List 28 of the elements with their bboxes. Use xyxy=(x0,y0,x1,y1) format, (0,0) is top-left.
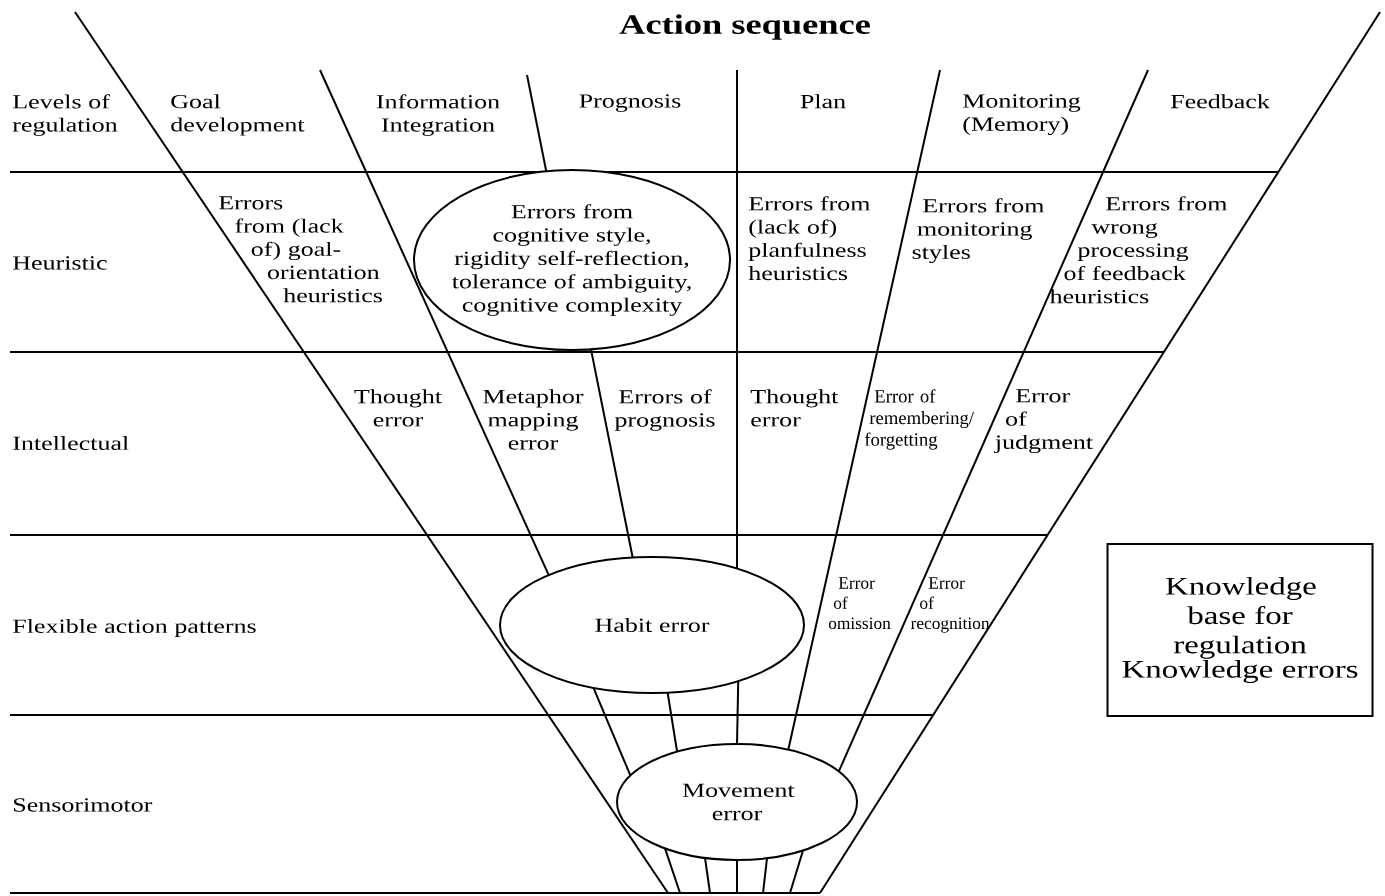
error-label: Error of remembering/ forgetting xyxy=(864,389,974,450)
row-label: Intellectual xyxy=(13,436,129,451)
column-header: Plan xyxy=(800,94,846,109)
row-label: Flexible action patterns xyxy=(13,618,256,638)
column-header: Prognosis xyxy=(579,94,681,112)
error-label: Errors from (lack of) goal-orientation heuristics xyxy=(219,196,382,303)
row-label: Levels of regulation xyxy=(12,94,118,136)
connector-line xyxy=(666,691,679,753)
column-header: Information Integration xyxy=(376,94,500,136)
column-header: Monitoring (Memory) xyxy=(963,94,1081,135)
connector-line xyxy=(592,686,632,777)
knowledge-box: Knowledge base for regulation Knowledge errors xyxy=(1106,543,1374,717)
error-label: Metaphor mapping error xyxy=(483,389,584,450)
error-label: Errors from wrong processing of feedback heuristics xyxy=(1049,196,1228,304)
error-label: Thought error xyxy=(750,389,839,427)
column-header: Goal development xyxy=(171,94,305,136)
error-label: Thought error xyxy=(354,389,442,427)
connector-line xyxy=(736,680,740,745)
error-label: Error of judgment xyxy=(994,389,1093,454)
connector-line xyxy=(590,348,634,559)
error-label: Errors from monitoring styles xyxy=(912,198,1044,264)
title: Action sequence xyxy=(619,14,870,40)
error-label: Errors of prognosis xyxy=(614,389,715,431)
row-label: Sensorimotor xyxy=(14,798,153,812)
column-header: Feedback xyxy=(1170,94,1270,109)
error-label: Error of recognition xyxy=(910,577,990,633)
error-label: Error of omission xyxy=(828,577,891,630)
row-label: Heuristic xyxy=(13,256,107,270)
